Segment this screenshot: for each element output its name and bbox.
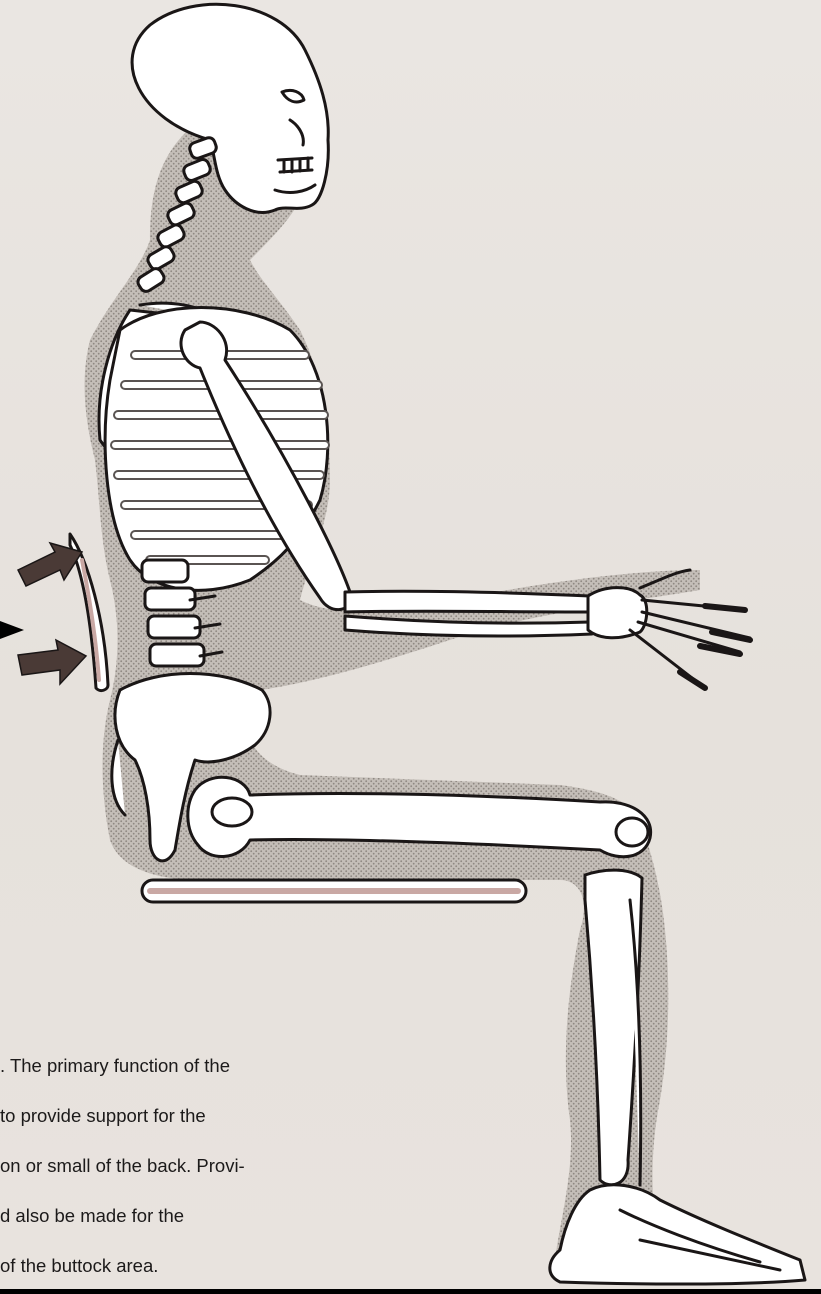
bottom-border [0, 1289, 821, 1294]
lower-support-arrow [18, 640, 86, 684]
foot-bones [550, 1185, 805, 1284]
caption-line-5: of the buttock area. [0, 1253, 360, 1278]
caption-line-1: . The primary function of the [0, 1053, 360, 1078]
caption-line-4: d also be made for the [0, 1203, 360, 1228]
pointer-arrowhead [0, 621, 24, 639]
seat-pan [142, 880, 526, 902]
upper-support-arrow [18, 543, 82, 586]
figure-caption: . The primary function of the to provide… [0, 1028, 360, 1294]
caption-line-2: to provide support for the [0, 1103, 360, 1128]
caption-line-3: on or small of the back. Provi- [0, 1153, 360, 1178]
